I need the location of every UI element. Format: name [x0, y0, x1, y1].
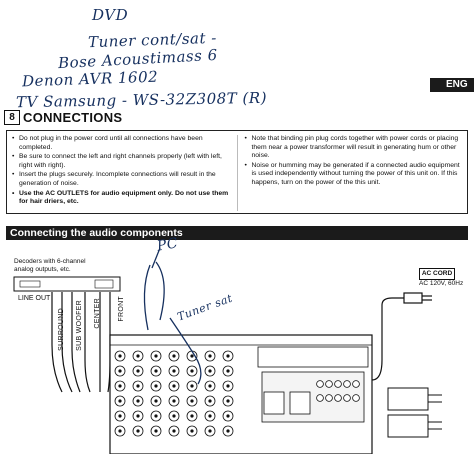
speaker-terminal — [352, 380, 360, 388]
rca-jack-pin — [190, 414, 194, 418]
section-heading: 8 CONNECTIONS — [4, 110, 122, 125]
rca-jack-pin — [154, 399, 158, 403]
note-item: Insert the plugs securely. Incomplete co… — [12, 171, 231, 188]
rca-jack-pin — [118, 399, 122, 403]
connection-diagram — [13, 247, 442, 454]
rca-jack-pin — [154, 414, 158, 418]
rca-jack-pin — [208, 429, 212, 433]
rca-jack-pin — [172, 354, 176, 358]
rca-jack-pin — [136, 414, 140, 418]
speaker-terminal — [325, 380, 333, 388]
handwritten-note-dvd: DVD — [92, 6, 129, 24]
rca-jack-pin — [208, 384, 212, 388]
speaker-terminal — [325, 394, 333, 402]
ac-spec-label: AC 120V, 60Hz — [419, 280, 464, 287]
ac-outlet-plugs — [387, 387, 442, 438]
rca-jack-pin — [208, 414, 212, 418]
rca-jack-pin — [172, 369, 176, 373]
notes-box: Do not plug in the power cord until all … — [6, 130, 468, 214]
rca-jack-pin — [172, 429, 176, 433]
rca-jack-pin — [136, 399, 140, 403]
note-item: Noise or humming may be generated if a c… — [245, 162, 464, 188]
rca-jack-pin — [172, 399, 176, 403]
rca-jack-pin — [154, 429, 158, 433]
decoder-cables — [51, 292, 111, 393]
rca-jack-pin — [226, 354, 230, 358]
speaker-terminal — [334, 380, 342, 388]
speaker-terminal — [334, 394, 342, 402]
rca-jack-pin — [190, 369, 194, 373]
rca-jack-pin — [136, 354, 140, 358]
column-divider — [236, 135, 238, 211]
rca-jack-pin — [136, 384, 140, 388]
rca-jack-pin — [226, 414, 230, 418]
rca-jack-pin — [208, 399, 212, 403]
rca-jack-pin — [172, 384, 176, 388]
receiver-back-panel — [109, 334, 373, 454]
rca-jack-pin — [118, 369, 122, 373]
rca-jack-pin — [226, 369, 230, 373]
handwritten-note-tv: TV Samsung - WS-32Z308T (R) — [15, 88, 268, 112]
rca-jack-pin — [118, 384, 122, 388]
handwritten-annotation-strokes — [143, 247, 202, 385]
rca-jack-pin — [154, 369, 158, 373]
note-item: Do not plug in the power cord until all … — [12, 135, 231, 152]
note-item: Be sure to connect the left and right ch… — [12, 153, 231, 170]
rca-jack-pin — [118, 414, 122, 418]
decoder-device — [13, 276, 121, 292]
note-item-warning: Use the AC OUTLETS for audio equipment o… — [12, 190, 231, 207]
rca-jack-pin — [208, 369, 212, 373]
rca-jack-pin — [190, 399, 194, 403]
decoder-label: Decoders with 6-channel analog outputs, … — [14, 258, 86, 273]
notes-left-column: Do not plug in the power cord until all … — [11, 135, 231, 211]
handwritten-note-denon: Denon AVR 1602 — [21, 67, 159, 91]
speaker-terminal — [343, 394, 351, 402]
speaker-terminal — [352, 394, 360, 402]
rca-jack-pin — [226, 429, 230, 433]
rca-jack-pin — [172, 414, 176, 418]
rca-jack-pin — [154, 354, 158, 358]
rca-jack-pin — [190, 429, 194, 433]
ac-cord-label: AC CORD — [419, 268, 455, 280]
language-tab: ENG — [430, 78, 474, 92]
speaker-terminal — [316, 394, 324, 402]
ac-cord-cable — [371, 292, 432, 381]
rca-jack-pin — [190, 384, 194, 388]
section-number: 8 — [4, 110, 20, 125]
rca-jack-pin — [136, 429, 140, 433]
speaker-terminals — [316, 380, 360, 402]
speaker-terminal — [343, 380, 351, 388]
line-out-label: LINE OUT — [18, 295, 51, 302]
rca-jack-pin — [226, 384, 230, 388]
notes-right-column: Note that binding pin plug cords togethe… — [244, 135, 464, 211]
section-title: CONNECTIONS — [23, 110, 123, 125]
note-item: Note that binding pin plug cords togethe… — [245, 135, 464, 161]
rca-jack-pin — [226, 399, 230, 403]
rca-jack-grid — [114, 350, 234, 437]
rca-jack-pin — [118, 354, 122, 358]
rca-jack-pin — [136, 369, 140, 373]
rca-jack-pin — [154, 384, 158, 388]
speaker-terminal — [316, 380, 324, 388]
rca-jack-pin — [118, 429, 122, 433]
rca-jack-pin — [190, 354, 194, 358]
rca-jack-pin — [208, 354, 212, 358]
subsection-band: Connecting the audio components — [6, 226, 468, 240]
